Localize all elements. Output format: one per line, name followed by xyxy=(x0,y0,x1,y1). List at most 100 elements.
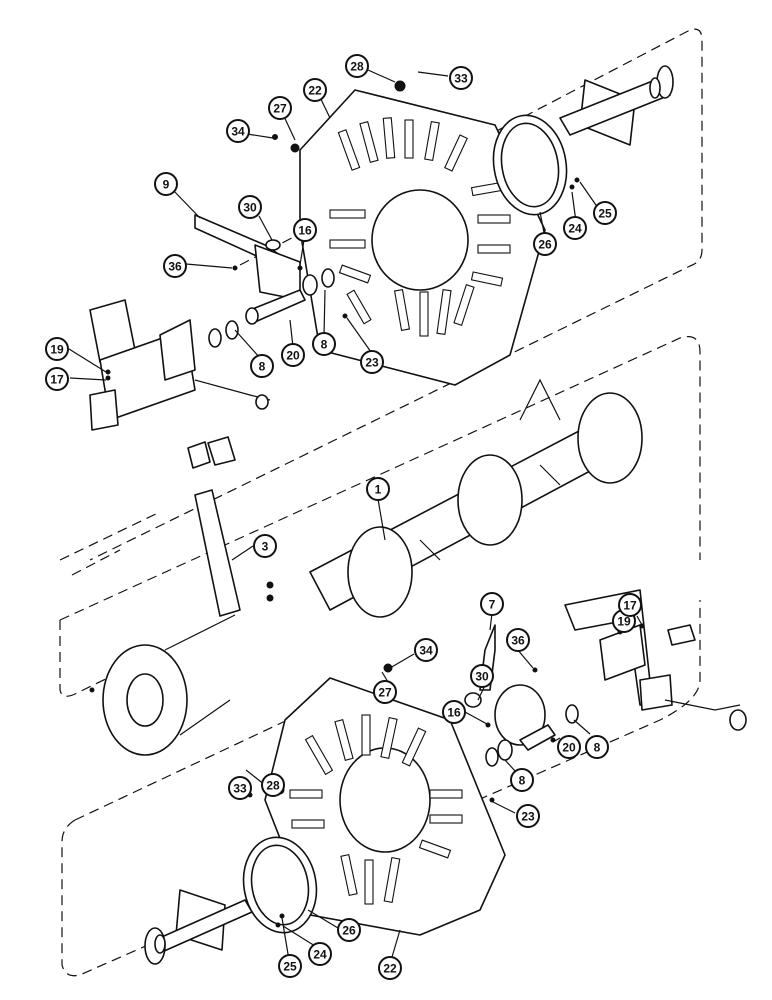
part-callouts: 2833222734930163626242582082319171373619… xyxy=(45,54,642,980)
lower-mounting-bracket xyxy=(564,589,747,731)
lower-group-boundary xyxy=(61,600,701,977)
callout-34: 34 xyxy=(414,638,438,662)
callout-8: 8 xyxy=(510,768,534,792)
upper-group-boundary xyxy=(59,28,703,576)
callout-circle xyxy=(45,337,69,361)
callout-27: 27 xyxy=(373,680,397,704)
callout-circle xyxy=(253,534,277,558)
callout-number: 33 xyxy=(454,72,468,86)
callout-number: 34 xyxy=(419,644,433,658)
callout-circle xyxy=(442,700,466,724)
callout-20: 20 xyxy=(281,343,305,367)
callout-number: 20 xyxy=(562,741,576,755)
callout-circle xyxy=(360,350,384,374)
callout-22: 22 xyxy=(378,956,402,980)
callout-28: 28 xyxy=(345,54,369,78)
callout-circle xyxy=(506,628,530,652)
callout-circle xyxy=(618,593,642,617)
callout-circle xyxy=(337,918,361,942)
callout-17: 17 xyxy=(618,593,642,617)
callout-28: 28 xyxy=(261,773,285,797)
callout-circle xyxy=(449,66,473,90)
upper-bushings xyxy=(208,268,335,348)
callout-number: 25 xyxy=(283,960,297,974)
callout-number: 33 xyxy=(233,782,247,796)
callout-circle xyxy=(293,218,317,242)
callout-number: 34 xyxy=(231,125,245,139)
callout-number: 20 xyxy=(286,349,300,363)
callout-8: 8 xyxy=(312,332,336,356)
callout-circle xyxy=(154,172,178,196)
callout-circle xyxy=(308,942,332,966)
callout-circle xyxy=(268,96,292,120)
callout-number: 1 xyxy=(375,483,382,497)
callout-25: 25 xyxy=(278,954,302,978)
callout-number: 9 xyxy=(163,178,170,192)
callout-number: 16 xyxy=(298,224,312,238)
callout-17: 17 xyxy=(45,367,69,391)
callout-9: 9 xyxy=(154,172,178,196)
callout-circle xyxy=(278,954,302,978)
callout-number: 24 xyxy=(313,948,327,962)
callout-circle xyxy=(250,354,274,378)
main-tube-shaft xyxy=(309,378,643,618)
callout-24: 24 xyxy=(308,942,332,966)
callout-number: 30 xyxy=(475,670,489,684)
support-arm xyxy=(187,436,241,617)
callout-circle xyxy=(516,804,540,828)
callout-number: 8 xyxy=(259,360,266,374)
callout-24: 24 xyxy=(563,216,587,240)
callout-number: 19 xyxy=(50,343,64,357)
callout-8: 8 xyxy=(585,735,609,759)
callout-circle xyxy=(366,477,390,501)
lower-octagonal-plate xyxy=(264,677,506,936)
callout-8: 8 xyxy=(250,354,274,378)
callout-number: 23 xyxy=(365,356,379,370)
callout-26: 26 xyxy=(533,232,557,256)
callout-number: 17 xyxy=(623,599,637,613)
callout-circle xyxy=(378,956,402,980)
callout-number: 16 xyxy=(447,706,461,720)
upper-gasket-ring xyxy=(492,114,568,216)
callout-19: 19 xyxy=(45,337,69,361)
callout-30: 30 xyxy=(238,195,262,219)
callout-circle xyxy=(45,367,69,391)
callout-number: 19 xyxy=(617,615,631,629)
callout-30: 30 xyxy=(470,664,494,688)
callout-34: 34 xyxy=(226,119,250,143)
lower-bearing-plate-shaft xyxy=(144,889,253,965)
callout-circle xyxy=(533,232,557,256)
callout-circle xyxy=(593,201,617,225)
callout-23: 23 xyxy=(516,804,540,828)
callout-number: 36 xyxy=(511,634,525,648)
callout-number: 28 xyxy=(350,60,364,74)
callout-36: 36 xyxy=(163,254,187,278)
callout-number: 27 xyxy=(273,102,287,116)
callout-circle xyxy=(414,638,438,662)
middle-group-boundary xyxy=(59,336,701,697)
callout-number: 28 xyxy=(266,779,280,793)
upper-octagonal-plate xyxy=(299,89,546,386)
callout-number: 8 xyxy=(321,338,328,352)
upper-mounting-bracket xyxy=(89,299,271,431)
callout-number: 30 xyxy=(243,201,257,215)
callout-circle xyxy=(228,776,252,800)
callout-circle xyxy=(312,332,336,356)
callout-circle xyxy=(345,54,369,78)
callout-circle xyxy=(226,119,250,143)
callout-circle xyxy=(557,735,581,759)
callout-number: 26 xyxy=(342,924,356,938)
callout-25: 25 xyxy=(593,201,617,225)
callout-number: 36 xyxy=(168,260,182,274)
callout-number: 7 xyxy=(489,598,496,612)
callout-circle xyxy=(238,195,262,219)
callout-7: 7 xyxy=(480,592,504,616)
callout-number: 8 xyxy=(594,741,601,755)
small-hardware xyxy=(89,80,645,928)
callout-number: 22 xyxy=(383,962,397,976)
callout-number: 17 xyxy=(50,373,64,387)
callout-23: 23 xyxy=(360,350,384,374)
lower-bushings xyxy=(485,704,579,767)
callout-number: 3 xyxy=(262,540,269,554)
callout-16: 16 xyxy=(442,700,466,724)
